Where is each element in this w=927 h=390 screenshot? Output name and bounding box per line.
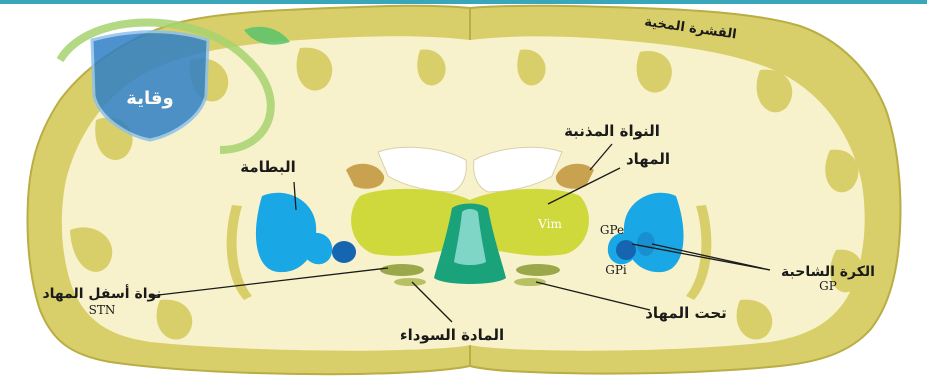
left-globus-pallidus <box>332 241 356 263</box>
label-hypothalamus-sub: تحت المهاد <box>645 304 727 322</box>
label-vim: Vim <box>537 217 562 231</box>
label-globus-pallidus-en: GP <box>819 279 837 293</box>
label-gpe: GPe <box>600 223 624 237</box>
label-thalamus: المهاد <box>626 150 670 168</box>
left-stn <box>380 264 424 276</box>
label-globus-pallidus-ar: الكرة الشاحبة <box>781 264 875 280</box>
gpi-nucleus <box>616 240 636 260</box>
watermark-text: وقاية <box>126 88 173 109</box>
label-putamen: البطامة <box>240 158 296 176</box>
label-caudate: النواة المذنبة <box>564 122 660 140</box>
label-substantia-nigra: المادة السوداء <box>400 326 504 344</box>
label-stn-ar: نواة أسفل المهاد <box>42 284 161 302</box>
left-substantia-nigra <box>394 278 426 286</box>
right-stn <box>516 264 560 276</box>
label-gpi: GPi <box>605 263 627 277</box>
label-stn-en: STN <box>89 303 116 317</box>
right-substantia-nigra <box>514 278 546 286</box>
